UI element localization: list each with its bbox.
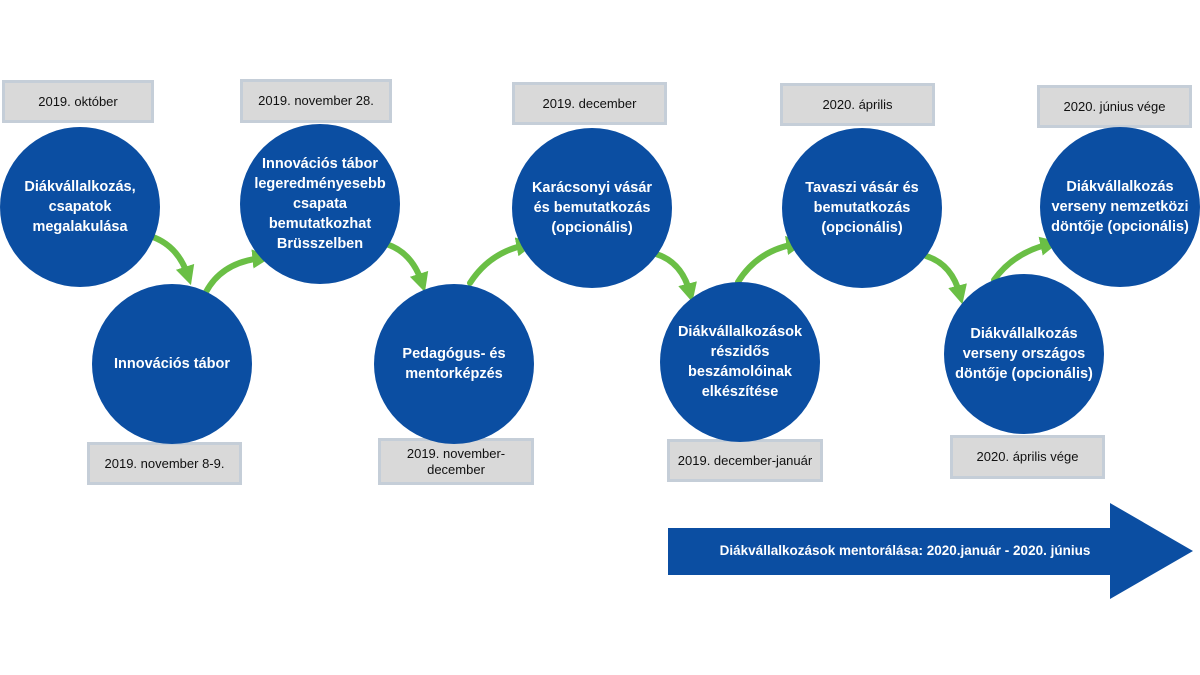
date-box-5: 2019. december [512, 82, 667, 125]
mentoring-banner-label: Diákvállalkozások mentorálása: 2020.janu… [719, 542, 1091, 558]
step-label-1: Diákvállalkozás, csapatok megalakulása [24, 179, 136, 235]
step-label-5: Karácsonyi vásár és bemutatkozás (opcion… [531, 180, 653, 236]
step-label-6: Diákvállalkozások részidős beszámolóinak… [677, 324, 803, 400]
step-circle-1: Diákvállalkozás, csapatok megalakulása [0, 127, 160, 287]
step-label-2: Innovációs tábor [113, 356, 231, 372]
arrow-7-8 [923, 253, 967, 305]
step-label-9: Diákvállalkozás verseny nemzetközi döntő… [1051, 179, 1189, 235]
step-circle-7: Tavaszi vásár és bemutatkozás (opcionáli… [782, 128, 942, 288]
date-box-8: 2020. április vége [950, 435, 1105, 479]
date-box-1: 2019. október [2, 80, 154, 123]
date-box-6: 2019. december-január [667, 439, 823, 482]
step-circle-4: Pedagógus- és mentorképzés [374, 284, 534, 444]
step-circle-8: Diákvállalkozás verseny országos döntője… [944, 274, 1104, 434]
arrow-4-5 [467, 237, 536, 286]
date-box-3: 2019. november 28. [240, 79, 392, 123]
step-label-7: Tavaszi vásár és bemutatkozás (opcionáli… [805, 180, 919, 236]
date-box-4: 2019. november-december [378, 438, 534, 485]
step-label-4: Pedagógus- és mentorképzés [402, 346, 506, 382]
step-circle-9: Diákvállalkozás verseny nemzetközi döntő… [1040, 127, 1200, 287]
date-box-2: 2019. november 8-9. [87, 442, 242, 485]
date-box-7: 2020. április [780, 83, 935, 126]
arrow-1-2 [147, 233, 195, 286]
step-circle-3: Innovációs tábor legeredményesebb csapat… [240, 124, 400, 284]
step-label-8: Diákvállalkozás verseny országos döntője… [955, 326, 1093, 382]
arrow-6-7 [735, 236, 806, 285]
step-circle-6: Diákvállalkozások részidős beszámolóinak… [660, 282, 820, 442]
step-circle-2: Innovációs tábor [92, 284, 252, 444]
date-box-9: 2020. június vége [1037, 85, 1192, 128]
arrow-5-6 [653, 251, 697, 303]
step-circle-5: Karácsonyi vásár és bemutatkozás (opcion… [512, 128, 672, 288]
arrow-2-3 [203, 249, 272, 295]
step-label-3: Innovációs tábor legeredményesebb csapat… [254, 156, 386, 252]
